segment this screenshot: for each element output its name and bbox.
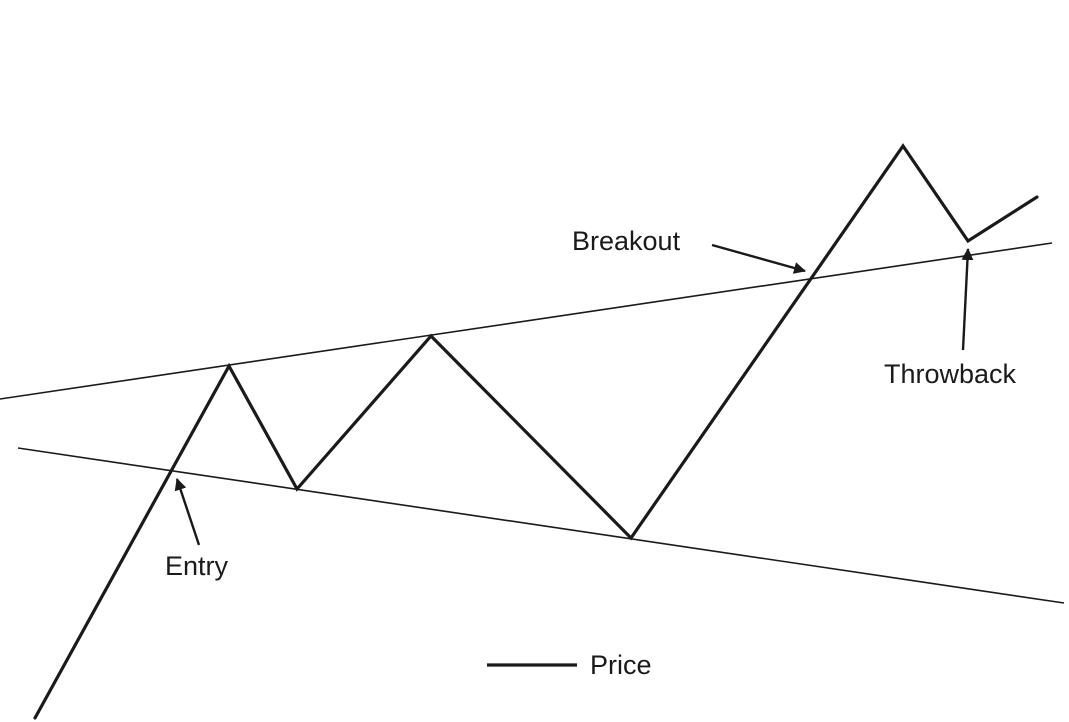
entry-arrow bbox=[174, 478, 201, 546]
breakout-label: Breakout bbox=[572, 226, 681, 256]
legend-price-label: Price bbox=[590, 650, 652, 680]
throwback-arrow bbox=[961, 248, 974, 351]
entry-label: Entry bbox=[165, 551, 229, 581]
lower-trendline bbox=[17, 447, 1065, 604]
throwback-label: Throwback bbox=[884, 359, 1017, 389]
breakout-arrow bbox=[711, 243, 806, 274]
upper-trendline bbox=[0, 242, 1053, 400]
price-line bbox=[33, 143, 1039, 720]
